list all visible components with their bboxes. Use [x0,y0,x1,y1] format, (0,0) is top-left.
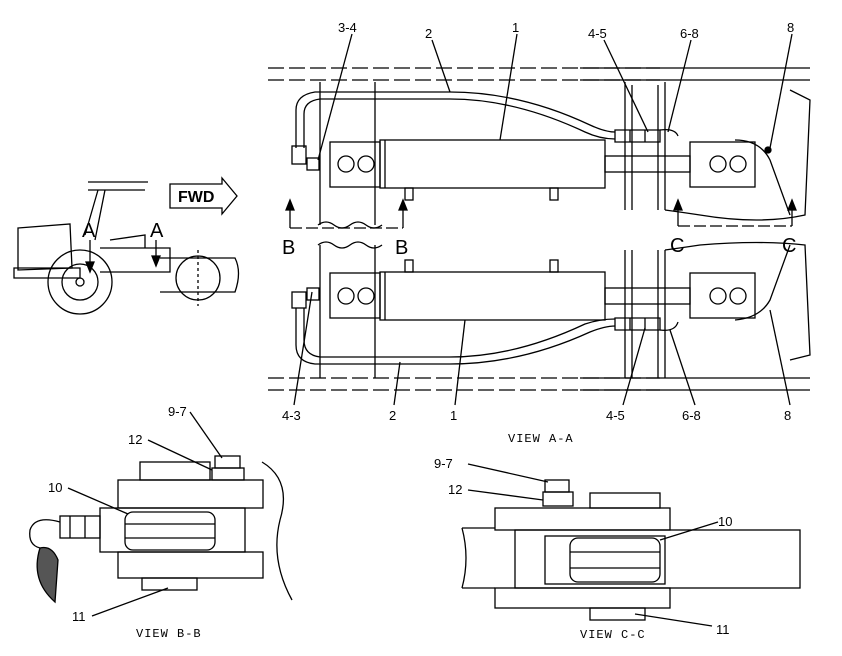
callout-2-bottom: 2 [389,408,396,423]
b-callout-10: 10 [48,480,62,495]
section-b-right: B [395,237,408,259]
callout-4-5-top: 4-5 [588,26,607,41]
c-callout-11: 11 [716,622,730,637]
c-callout-9-7: 9-7 [434,456,453,471]
arrow-a-right: A [150,220,164,242]
view-b-b [29,411,293,617]
fwd-label: FWD [178,189,214,206]
b-callout-11: 11 [72,609,86,624]
callout-6-8-bottom: 6-8 [682,408,701,423]
callout-6-8-top: 6-8 [680,26,699,41]
c-callout-10: 10 [718,514,732,529]
b-callout-9-7: 9-7 [168,404,187,419]
callout-1-top: 1 [512,20,519,35]
callout-3-4: 3-4 [338,20,357,35]
callout-4-5-bottom: 4-5 [606,408,625,423]
section-b-left: B [282,237,295,259]
view-a-a-caption: VIEW A-A [508,432,574,446]
view-c-c [461,463,801,627]
section-c-right: C [782,235,796,257]
view-b-b-caption: VIEW B-B [136,627,202,641]
callout-2-top: 2 [425,26,432,41]
b-callout-12: 12 [128,432,142,447]
view-a-a [268,33,811,406]
callout-1-bottom: 1 [450,408,457,423]
arrow-a-left: A [82,220,96,242]
view-c-c-caption: VIEW C-C [580,628,646,642]
c-callout-12: 12 [448,482,462,497]
callout-8-top: 8 [787,20,794,35]
section-c-left: C [670,235,684,257]
callout-8-bottom: 8 [784,408,791,423]
callout-4-3: 4-3 [282,408,301,423]
machine-side-view [13,176,240,315]
